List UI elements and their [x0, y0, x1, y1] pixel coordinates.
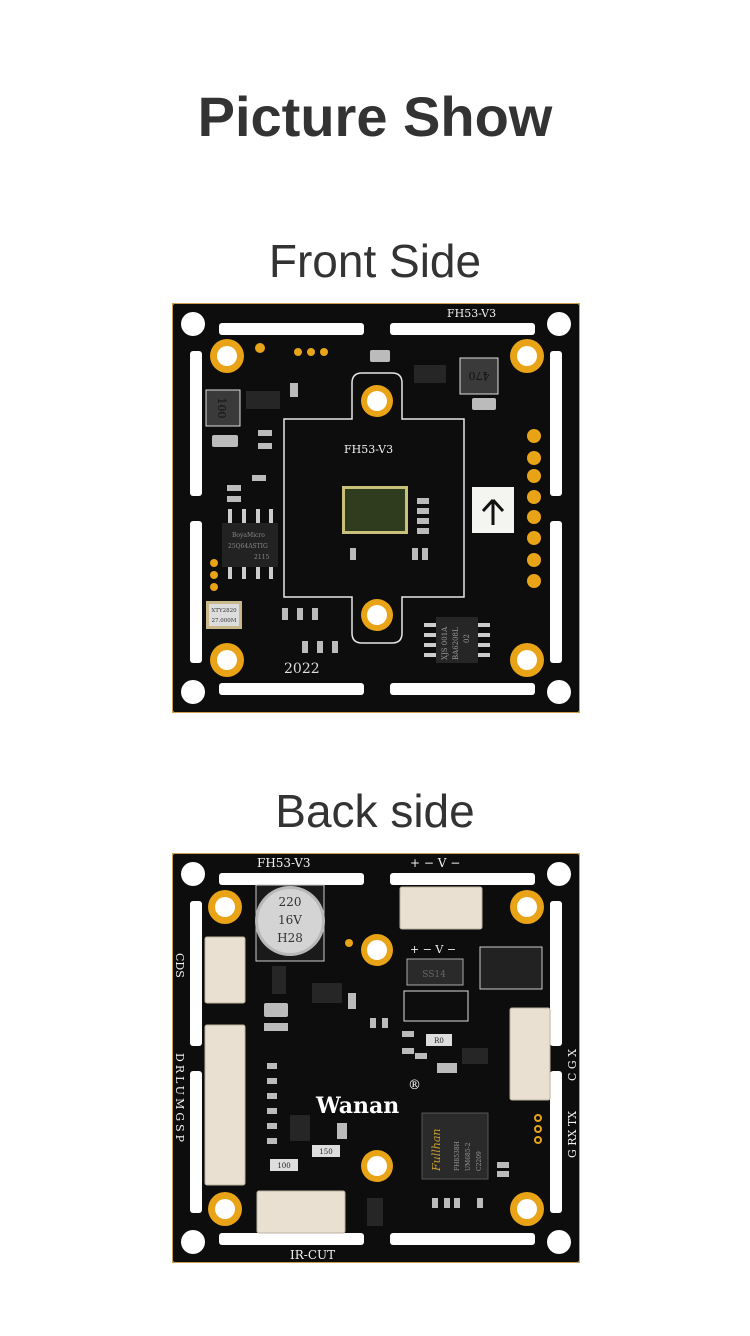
regulator-chip — [246, 391, 280, 409]
date-code: 2022 — [284, 661, 320, 677]
back-side-label: Back side — [275, 785, 475, 837]
silkscreen-top: FH53-V3 — [257, 856, 311, 870]
crystal-text: XTY2820 — [211, 608, 237, 614]
smd-components — [212, 350, 496, 653]
front-side-pcb-photo: FH53-V3 FH53-V3 100 470 BoyaMicro 25Q64A… — [171, 302, 581, 714]
resistor — [426, 1034, 452, 1046]
rectifier — [479, 946, 543, 990]
cds-connector — [204, 936, 246, 1004]
diode — [406, 958, 464, 986]
power-label-inner: + − V − — [410, 943, 456, 956]
mounting-holes — [210, 339, 544, 677]
corner-holes — [181, 312, 571, 704]
chip-text: BA6208L — [452, 627, 460, 660]
inductor-label: 100 — [215, 398, 228, 419]
uart-pads — [534, 1114, 542, 1144]
chip-text: C2209 — [476, 1151, 483, 1171]
ir-cut-label: IR-CUT — [290, 1248, 335, 1262]
page-title: Picture Show — [197, 85, 553, 148]
connectors — [204, 886, 551, 1234]
motor-driver-chip: XJS 001A BA6208L 02 — [424, 617, 490, 663]
uart-label: G RX TX — [566, 1111, 579, 1158]
chip-text: XJS 001A — [441, 626, 449, 660]
corner-holes — [181, 862, 571, 1254]
cgx-label: C G X — [566, 1049, 579, 1081]
regulator-chip — [414, 365, 446, 383]
resistor-label: 150 — [319, 1148, 332, 1156]
polarity-box — [403, 990, 469, 1022]
diode-label: SS14 — [422, 970, 446, 980]
soc-chip: Fullhan FH8538H UM685-2 C2209 — [421, 1112, 489, 1180]
inductor-label: 470 — [469, 369, 490, 382]
chip-text: FH8538H — [454, 1141, 461, 1171]
smd-components — [264, 993, 509, 1208]
cds-label: CDS — [173, 953, 186, 978]
ir-cut-connector — [256, 1190, 346, 1234]
resistor-label: R0 — [434, 1037, 444, 1045]
crystal-text: 27.000M — [212, 618, 237, 624]
front-side-label: Front Side — [268, 235, 482, 287]
flash-chip: BoyaMicro 25Q64ASTIG 2115 — [222, 509, 278, 579]
edge-slots — [190, 323, 562, 695]
silkscreen-center: FH53-V3 — [344, 443, 393, 456]
transistors — [272, 966, 488, 1226]
crystal-oscillator: XTY2820 27.000M — [206, 601, 242, 629]
resistor-label: 100 — [277, 1162, 290, 1170]
mounting-holes — [208, 890, 544, 1226]
chip-text: 02 — [463, 634, 471, 643]
back-side-pcb-photo: FH53-V3 + − V − + − V − IR-CUT CDS DRLUM… — [171, 852, 581, 1264]
pin-label: DRLUMGSP — [173, 1053, 186, 1145]
power-label: + − V − — [410, 856, 460, 870]
inductor — [205, 389, 241, 427]
edge-slots — [190, 873, 562, 1245]
registered-mark: ® — [408, 1078, 421, 1093]
cgx-connector — [509, 1007, 551, 1101]
brand-logo: Wanan — [315, 1093, 399, 1119]
resistor — [270, 1159, 298, 1171]
video-connector — [204, 1024, 246, 1186]
silkscreen-top: FH53-V3 — [447, 307, 496, 320]
chip-text: 2115 — [254, 554, 269, 561]
chip-text: 25Q64ASTIG — [228, 543, 268, 550]
power-connector — [399, 886, 483, 930]
electrolytic-capacitor: 220 16V H28 — [255, 884, 325, 962]
gold-pads — [210, 343, 541, 591]
resistor — [312, 1145, 340, 1157]
capacitor-text: 16V — [278, 913, 302, 927]
capacitor-text: H28 — [277, 931, 303, 945]
chip-brand: Fullhan — [430, 1129, 443, 1172]
capacitor-text: 220 — [279, 895, 302, 909]
inductor — [459, 357, 499, 395]
chip-text: BoyaMicro — [232, 532, 265, 539]
chip-text: UM685-2 — [465, 1142, 472, 1171]
